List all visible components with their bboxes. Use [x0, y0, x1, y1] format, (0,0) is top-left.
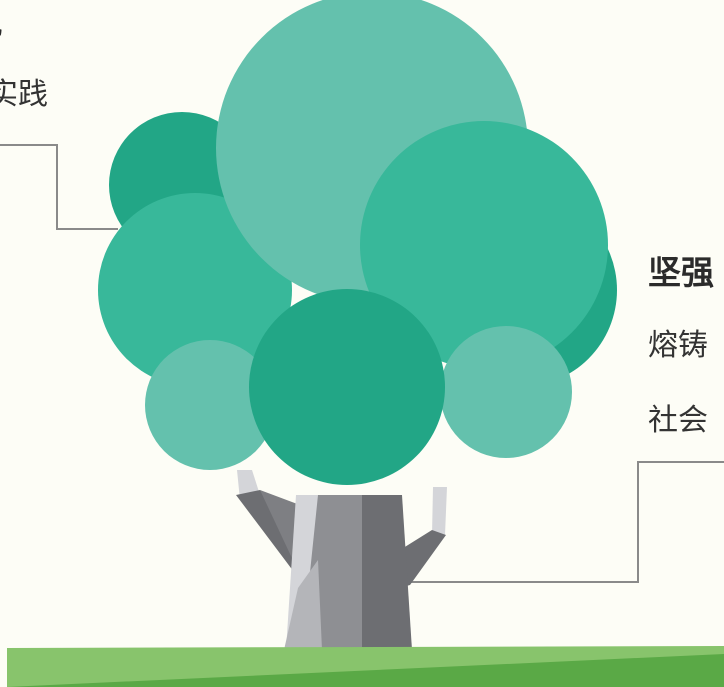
left-title: 观: [0, 10, 2, 40]
right-connector-line: [400, 461, 724, 583]
left-subtitle: 实践: [0, 77, 48, 112]
right-title: 坚强: [648, 253, 714, 292]
left-connector-line: [0, 144, 118, 230]
tree-trunk: [236, 470, 447, 650]
right-line-1: 熔铸: [648, 328, 708, 363]
right-line-2: 社会: [648, 403, 708, 438]
ground-strip: [7, 646, 724, 687]
tree-canopy: [98, 0, 617, 485]
